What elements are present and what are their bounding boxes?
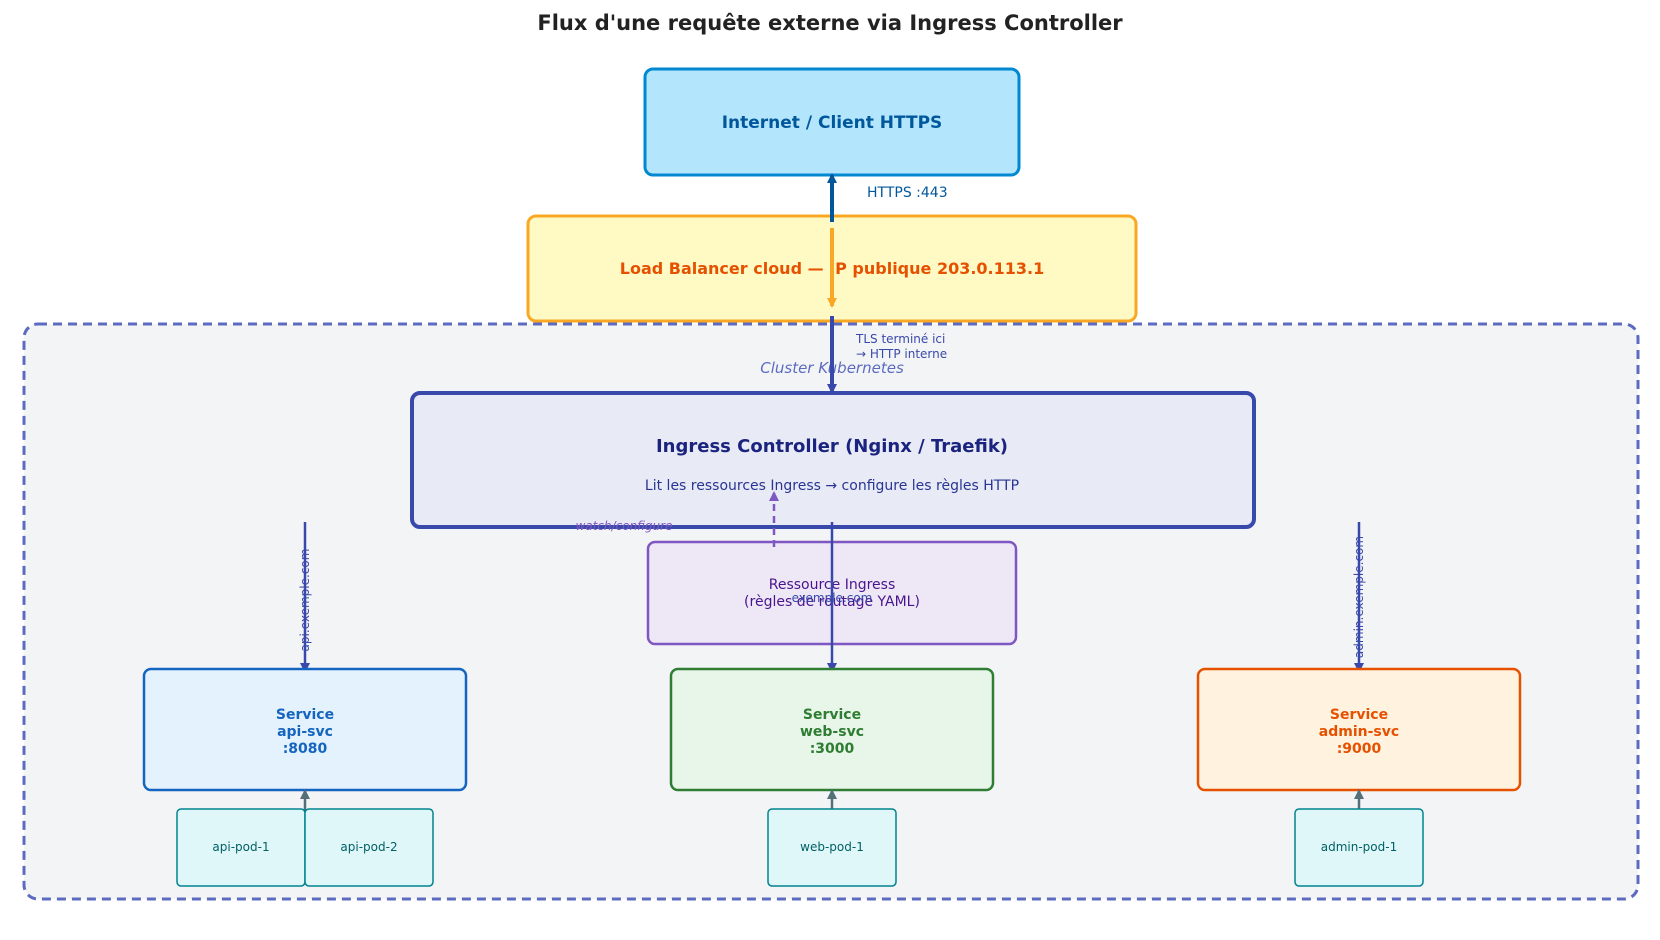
web-host-label: exemple.com <box>792 591 873 605</box>
pod-web-1 <box>767 808 897 887</box>
pod-api-1-label: api-pod-1 <box>212 840 269 854</box>
pod-web-1-label: web-pod-1 <box>800 840 864 854</box>
admin-svc-line1: Service <box>1330 707 1388 723</box>
admin-svc-line2: admin-svc <box>1319 724 1399 740</box>
admin-svc-line3: :9000 <box>1337 741 1382 757</box>
tls-termination-label-line2: → HTTP interne <box>856 347 947 361</box>
pod-api-2-label: api-pod-2 <box>340 840 397 854</box>
admin-host-label: admin.exemple.com <box>1352 536 1366 658</box>
pod-admin-1-label: admin-pod-1 <box>1321 840 1397 854</box>
ingress-controller-title: Ingress Controller (Nginx / Traefik) <box>656 436 1008 457</box>
api-svc-line3: :8080 <box>283 741 328 757</box>
web-svc-line1: Service <box>803 707 861 723</box>
internet-client-label: Internet / Client HTTPS <box>722 113 943 133</box>
ingress-controller-subtitle: Lit les ressources Ingress → configure l… <box>645 478 1019 494</box>
web-svc-line3: :3000 <box>810 741 855 757</box>
tls-termination-label-line1: TLS terminé ici <box>855 332 945 346</box>
ingress-controller-node <box>410 391 1256 529</box>
api-svc-line2: api-svc <box>277 724 333 740</box>
diagram-title: Flux d'une requête externe via Ingress C… <box>537 11 1123 35</box>
pod-admin-1 <box>1294 808 1424 887</box>
api-host-label: api.exemple.com <box>298 549 312 652</box>
watch-configure-label: watch/configure <box>576 519 673 533</box>
api-svc-line1: Service <box>276 707 334 723</box>
web-svc-line2: web-svc <box>800 724 864 740</box>
https-port-label: HTTPS :443 <box>867 185 948 201</box>
pod-api-2 <box>304 808 434 887</box>
